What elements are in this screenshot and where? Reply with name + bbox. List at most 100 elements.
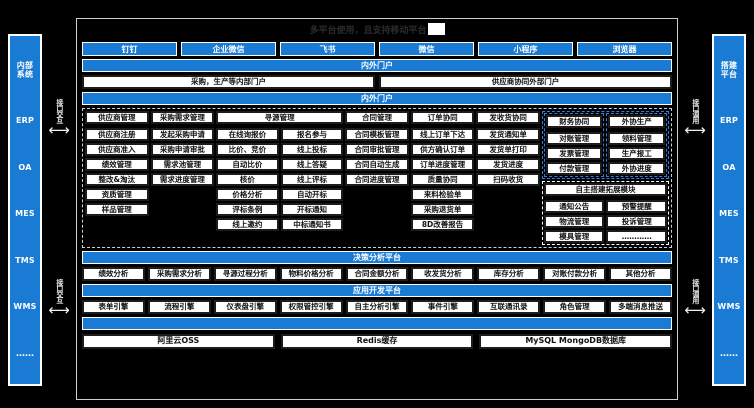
infra-item-1[interactable]: Redis缓存 (280, 334, 474, 349)
extend-item[interactable]: 通知公告 (543, 200, 605, 213)
infra-item-0[interactable]: 阿里云OSS (82, 334, 275, 349)
decision-item-7[interactable]: 对账付款分析 (543, 267, 607, 281)
extend-item[interactable]: 模具管理 (543, 230, 605, 243)
appdev-item-3[interactable]: 权限管控引擎 (279, 300, 343, 314)
module-item[interactable]: 线上邀约 (216, 218, 279, 231)
module-item[interactable]: 发起采购申请 (150, 128, 215, 141)
module-item[interactable]: 中标通知书 (280, 218, 344, 231)
channel-5[interactable]: 浏览器 (577, 42, 672, 56)
module-item[interactable]: 付款管理 (545, 162, 603, 175)
appdev-item-1[interactable]: 流程引擎 (147, 300, 211, 314)
module-body-1: 发起采购申请采购申请审批需求池管理需求进度管理 (150, 128, 215, 186)
module-item[interactable]: 8D改善报告 (410, 218, 475, 231)
module-item[interactable]: 对账管理 (545, 132, 603, 145)
module-item[interactable]: 供应商注册 (85, 128, 149, 141)
module-item[interactable]: 自动比价 (216, 158, 279, 171)
decision-item-0[interactable]: 绩效分析 (82, 267, 145, 281)
appdev-item-0[interactable]: 表单引擎 (82, 300, 145, 314)
module-item[interactable]: 核价 (216, 173, 279, 186)
module-group-6: 财务协同对账管理发票管理付款管理 (543, 113, 605, 177)
module-item[interactable]: 自动开标 (280, 188, 344, 201)
module-group-0: 供应商管理供应商注册供应商准入绩效管理整改&淘汰资质管理样品管理 (85, 111, 149, 245)
module-item[interactable]: 供应商准入 (85, 143, 149, 156)
module-item[interactable]: 采购退货单 (410, 203, 475, 216)
module-item[interactable]: 线上评标 (280, 173, 344, 186)
appdev-item-8[interactable]: 多端消息推送 (609, 300, 673, 314)
module-header-2[interactable]: 寻源管理 (216, 111, 344, 124)
module-item[interactable]: 合同自动生成 (345, 158, 409, 171)
module-item[interactable]: 发货进度 (476, 158, 540, 171)
board-title-text: 多平台使用，且支持移动平台 (309, 26, 427, 36)
extend-item[interactable]: 预警提醒 (606, 200, 668, 213)
module-item[interactable]: 来料检验单 (410, 188, 475, 201)
decision-item-1[interactable]: 采购需求分析 (147, 267, 211, 281)
module-item[interactable]: 合同审批管理 (345, 143, 409, 156)
decision-item-4[interactable]: 合同金额分析 (345, 267, 409, 281)
appdev-item-5[interactable]: 事件引擎 (411, 300, 475, 314)
decision-item-3[interactable]: 物料价格分析 (279, 267, 343, 281)
module-item[interactable]: 采购申请审批 (150, 143, 215, 156)
decision-item-8[interactable]: 其他分析 (609, 267, 673, 281)
channel-3[interactable]: 微信 (379, 42, 474, 56)
module-item[interactable]: 生产报工 (608, 147, 666, 160)
module-item[interactable]: 评标条例 (216, 203, 279, 216)
module-header-6[interactable]: 财务协同 (545, 115, 603, 128)
module-item[interactable]: 线上投标 (280, 143, 344, 156)
extend-item[interactable]: 物流管理 (543, 215, 605, 228)
module-item[interactable]: 资质管理 (85, 188, 149, 201)
module-item[interactable]: 线上订单下达 (410, 128, 475, 141)
channel-2[interactable]: 飞书 (280, 42, 375, 56)
module-item[interactable]: 供方确认订单 (410, 143, 475, 156)
module-item[interactable]: 整改&淘汰 (85, 173, 149, 186)
module-item[interactable]: 需求进度管理 (150, 173, 215, 186)
infra-item-2[interactable]: MySQL MongoDB数据库 (479, 334, 673, 349)
appdev-item-2[interactable]: 仪表盘引擎 (213, 300, 277, 314)
channel-1[interactable]: 企业微信 (181, 42, 276, 56)
appdev-item-7[interactable]: 角色管理 (543, 300, 607, 314)
decision-item-5[interactable]: 收发货分析 (411, 267, 475, 281)
module-item[interactable]: 线上答疑 (280, 158, 344, 171)
decision-item-6[interactable]: 库存分析 (477, 267, 541, 281)
module-item[interactable]: 领料管理 (608, 132, 666, 145)
extend-header[interactable]: 自主搭建拓展模块 (543, 183, 668, 196)
module-item[interactable]: 绩效管理 (85, 158, 149, 171)
channel-0[interactable]: 钉钉 (82, 42, 177, 56)
decision-title: 决策分析平台 (82, 251, 672, 264)
appdev-item-4[interactable]: 自主分析引擎 (345, 300, 409, 314)
module-item[interactable]: 扫码收货 (476, 173, 540, 186)
extend-item[interactable]: ………… (606, 230, 668, 243)
module-item[interactable]: 发货单打印 (476, 143, 540, 156)
channel-row: 钉钉企业微信飞书微信小程序浏览器 (82, 42, 672, 56)
module-header-4[interactable]: 订单协同 (410, 111, 475, 124)
module-item[interactable]: 报名参与 (280, 128, 344, 141)
module-item[interactable]: 合同模板管理 (345, 128, 409, 141)
module-header-0[interactable]: 供应商管理 (85, 111, 149, 124)
double-arrow-icon: ⟷ (684, 121, 706, 139)
module-header-5[interactable]: 发收货协同 (476, 111, 540, 124)
module-header-3[interactable]: 合同管理 (345, 111, 409, 124)
module-item[interactable]: 合同进度管理 (345, 173, 409, 186)
module-item[interactable]: 质量协同 (410, 173, 475, 186)
module-item[interactable]: 发票管理 (545, 147, 603, 160)
module-header-1[interactable]: 采购需求管理 (150, 111, 215, 124)
left-rail-item-1: ERP (15, 116, 35, 126)
extend-item[interactable]: 投诉管理 (606, 215, 668, 228)
decision-item-2[interactable]: 寻源过程分析 (213, 267, 277, 281)
module-item[interactable]: 订单进度管理 (410, 158, 475, 171)
portal-0[interactable]: 采购，生产等内部门户 (82, 75, 375, 89)
platform-board: 多平台使用，且支持移动平台 钉钉企业微信飞书微信小程序浏览器 内外门户 采购，生… (76, 18, 678, 400)
module-item[interactable]: 需求池管理 (150, 158, 215, 171)
module-group-4: 订单协同线上订单下达供方确认订单订单进度管理质量协同来料检验单采购退货单 8D改善… (410, 111, 475, 245)
module-item[interactable]: 外协进度 (608, 162, 666, 175)
appdev-item-6[interactable]: 互联通讯录 (477, 300, 541, 314)
module-item[interactable]: 样品管理 (85, 203, 149, 216)
appdev-items: 表单引擎流程引擎仪表盘引擎权限管控引擎自主分析引擎事件引擎互联通讯录角色管理多端… (82, 300, 673, 314)
module-item[interactable]: 发货通知单 (476, 128, 540, 141)
module-item[interactable]: 价格分析 (216, 188, 279, 201)
module-header-7[interactable]: 外协生产 (608, 115, 666, 128)
channel-4[interactable]: 小程序 (478, 42, 573, 56)
module-item[interactable]: 在线询报价 (216, 128, 279, 141)
portal-1[interactable]: 供应商协同外部门户 (379, 75, 672, 89)
module-item[interactable]: 开标通知 (280, 203, 344, 216)
module-item[interactable]: 比价、竞价 (216, 143, 279, 156)
